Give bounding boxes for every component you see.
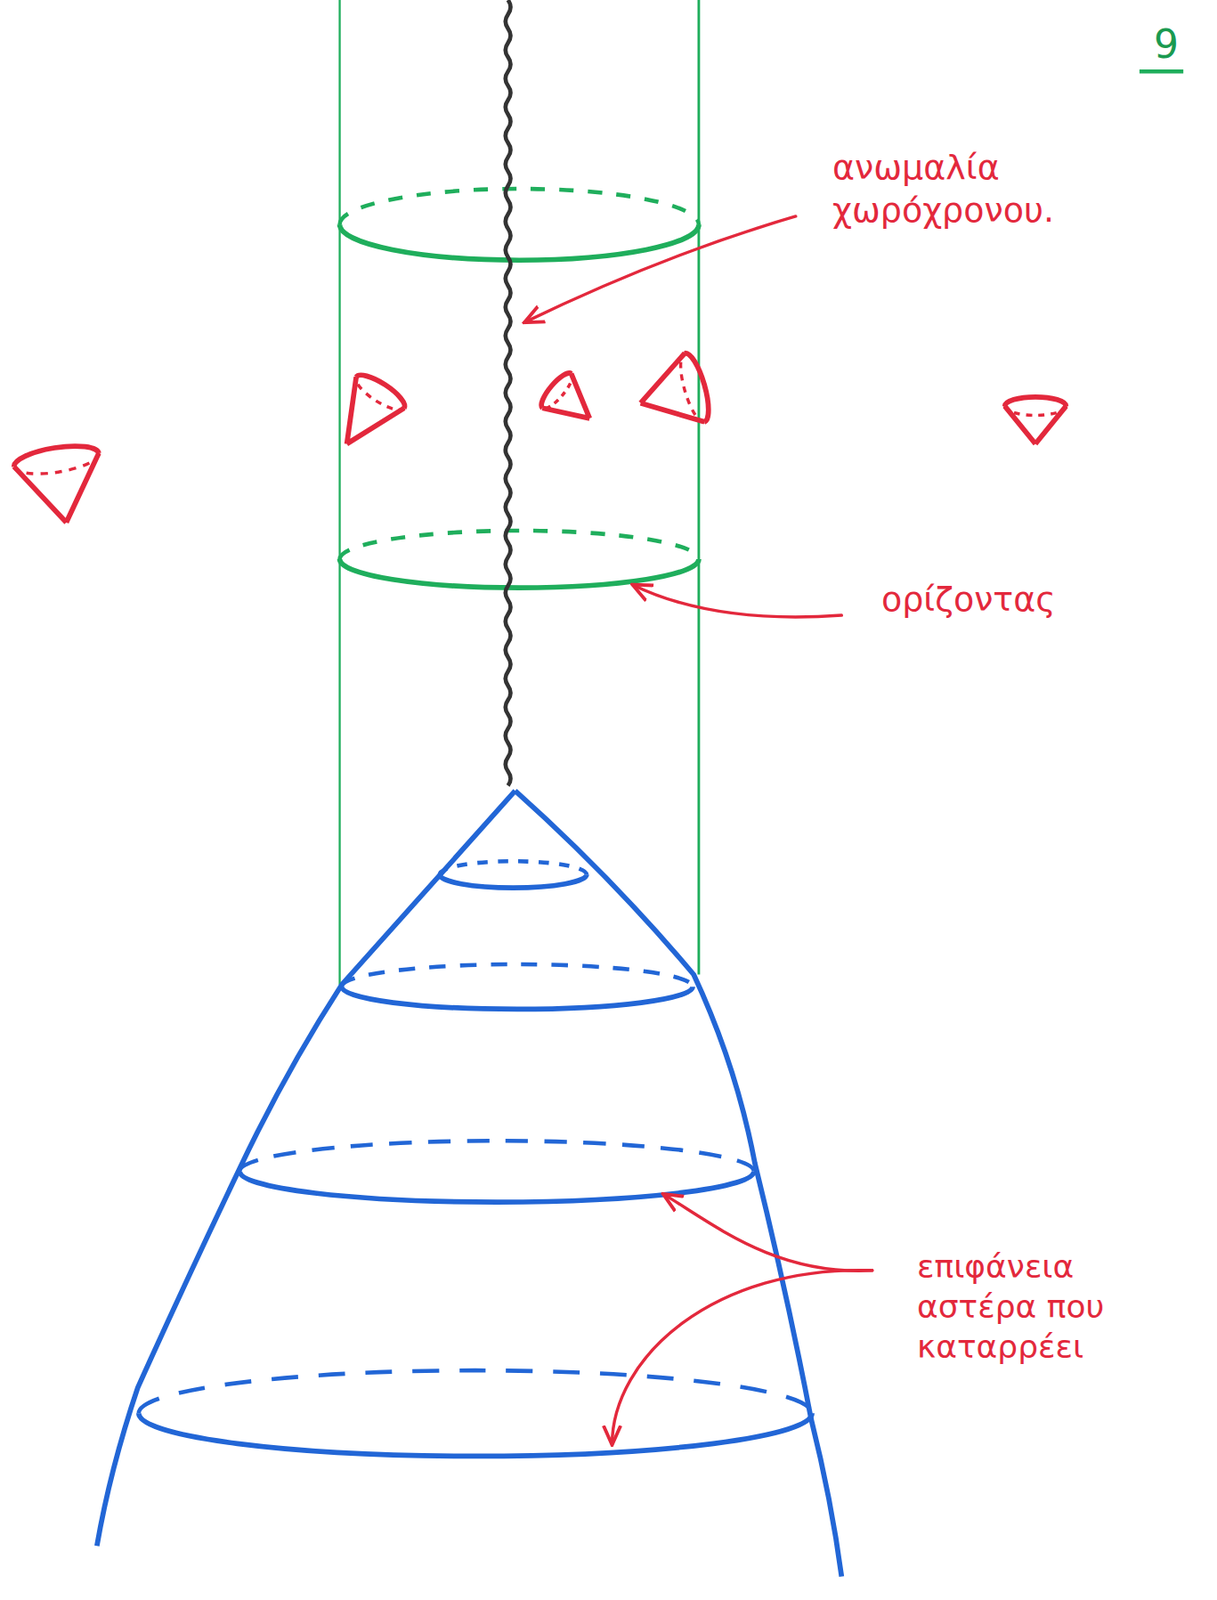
page-number-underline [1139, 69, 1184, 74]
star-surface [97, 790, 842, 1576]
callout-label: ανωμαλία χωρόχρονου. [832, 146, 1127, 232]
callout-label: επιφάνεια αστέρα που καταρρέει [916, 1246, 1185, 1367]
horizon-cylinder [340, 0, 699, 985]
page-number: 9 [1153, 19, 1179, 69]
leader-arrows [524, 216, 873, 1445]
callout-label: ορίζοντας [881, 578, 1056, 622]
light-cones [12, 350, 1067, 530]
singularity-line [505, 0, 512, 786]
